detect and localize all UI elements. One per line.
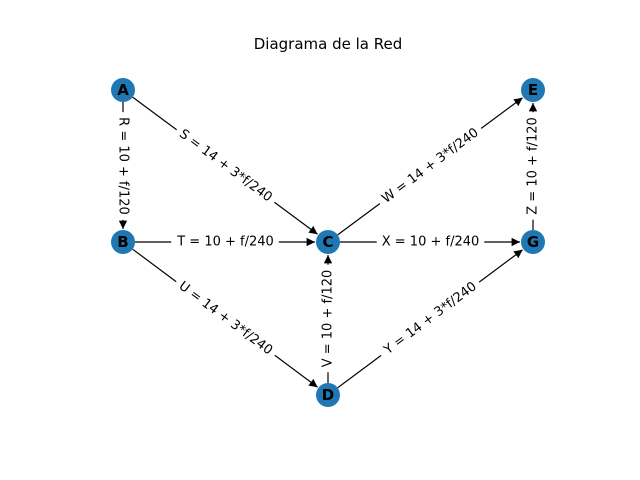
node-d: D (316, 383, 340, 407)
node-circle (111, 78, 135, 102)
edge-label: U = 14 + 3*f/240 (176, 279, 275, 359)
edge-label-background (376, 233, 485, 251)
node-label: D (322, 386, 334, 404)
edge-label: V = 10 + f/120 (321, 270, 336, 368)
edge-label: R = 10 + f/120 (116, 117, 131, 215)
nodes-layer: A B C D E G (111, 78, 545, 407)
edge-label-group: Z = 10 + f/120 (524, 112, 542, 220)
edge-label-group: S = 14 + 3*f/240 (171, 122, 280, 210)
edge-label-background (114, 112, 132, 220)
diagram-title: Diagrama de la Red (254, 35, 403, 53)
node-label: E (528, 81, 538, 99)
node-circle (521, 230, 545, 254)
edge-label: S = 14 + 3*f/240 (176, 127, 275, 206)
node-label: C (322, 233, 333, 251)
edge-label-group: T = 10 + f/240 (171, 233, 279, 251)
edge-label: Y = 14 + 3*f/240 (381, 279, 480, 358)
edge-label-group: Y = 14 + 3*f/240 (375, 275, 485, 363)
node-g: G (521, 230, 545, 254)
edge-label-group: X = 10 + f/240 (376, 233, 485, 251)
node-circle (521, 78, 545, 102)
edge-label-background (171, 122, 280, 210)
edge-label-background (524, 112, 542, 220)
node-label: A (117, 81, 129, 99)
node-circle (316, 383, 340, 407)
edge-label-background (374, 121, 487, 211)
node-circle (316, 230, 340, 254)
node-c: C (316, 230, 340, 254)
edge-label-background (375, 275, 485, 363)
edge-label-background (319, 264, 337, 373)
node-circle (111, 230, 135, 254)
edge-label-background (171, 233, 279, 251)
edge-label: Z = 10 + f/120 (526, 117, 541, 215)
node-e: E (521, 78, 545, 102)
edge-label: X = 10 + f/240 (382, 235, 480, 250)
edge-label-group: V = 10 + f/120 (319, 264, 337, 373)
node-b: B (111, 230, 135, 254)
edge-label-group: R = 10 + f/120 (114, 112, 132, 220)
edge-label-group: U = 14 + 3*f/240 (171, 274, 280, 363)
node-a: A (111, 78, 135, 102)
edge-label: T = 10 + f/240 (176, 235, 274, 250)
edge-label: W = 14 + 3*f/240 (379, 125, 481, 206)
edge-label-group: W = 14 + 3*f/240 (374, 121, 487, 211)
edge-label-background (171, 274, 280, 363)
node-label: B (117, 233, 128, 251)
node-label: G (527, 233, 539, 251)
